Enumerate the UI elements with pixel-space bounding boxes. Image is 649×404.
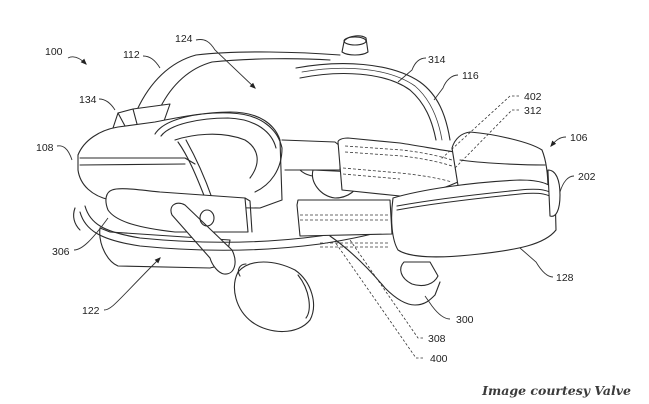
ref-124: 124 bbox=[175, 33, 193, 45]
reference-numerals: 100 112 124 134 108 306 122 314 116 402 … bbox=[36, 33, 596, 365]
ref-402: 402 bbox=[524, 91, 542, 103]
ref-306: 306 bbox=[52, 246, 70, 258]
ref-308: 308 bbox=[428, 333, 446, 345]
leaders bbox=[56, 39, 575, 359]
ref-112: 112 bbox=[123, 49, 140, 61]
ref-128: 128 bbox=[556, 272, 574, 284]
ref-100: 100 bbox=[45, 46, 63, 58]
ref-134: 134 bbox=[79, 94, 97, 106]
image-credit: Image courtesy Valve bbox=[482, 383, 631, 398]
lower-band bbox=[296, 199, 393, 248]
ref-300: 300 bbox=[456, 314, 474, 326]
ref-106: 106 bbox=[570, 132, 588, 144]
ref-122: 122 bbox=[82, 305, 100, 317]
ref-312: 312 bbox=[524, 105, 542, 117]
front-housing bbox=[77, 111, 283, 209]
left-speaker bbox=[170, 202, 314, 333]
ref-108: 108 bbox=[36, 142, 54, 154]
ref-314: 314 bbox=[428, 54, 446, 66]
ref-116: 116 bbox=[462, 70, 479, 82]
top-strap bbox=[136, 35, 451, 141]
ref-400: 400 bbox=[430, 353, 448, 365]
rear-band bbox=[337, 137, 459, 197]
rear-cradle bbox=[391, 131, 561, 287]
ref-202: 202 bbox=[578, 171, 596, 183]
